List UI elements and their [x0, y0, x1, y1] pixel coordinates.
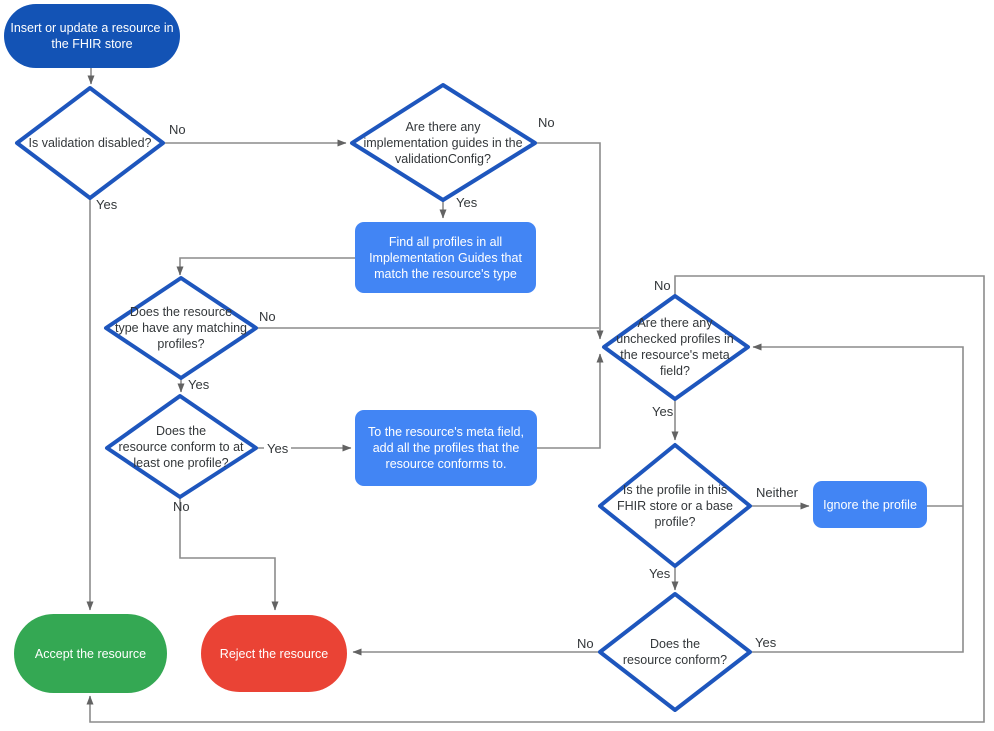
accept-node-label: Accept the resource — [34, 646, 147, 661]
accept-node: Accept the resource — [14, 614, 167, 693]
edge-label-matching-no: No — [259, 309, 276, 324]
decision-implementation-guides-shape — [350, 83, 537, 202]
edge-label-unchecked-yes: Yes — [652, 404, 674, 419]
edge-label-matching-yes: Yes — [188, 377, 210, 392]
edge-conform-one-no — [179, 497, 279, 611]
edge-label-unchecked-no: No — [654, 278, 671, 293]
edge-label-conform-yes: Yes — [755, 635, 777, 650]
process-add-profiles: To the resource's meta field, add all th… — [355, 410, 537, 486]
edge-label-profile-neither: Neither — [756, 485, 798, 500]
reject-node-label: Reject the resource — [219, 646, 329, 661]
decision-profile-in-store-shape — [598, 443, 752, 568]
process-ignore-profile-label: Ignore the profile — [823, 497, 917, 512]
edge-unchecked-no-loop — [86, 275, 985, 723]
decision-matching-profiles-shape — [104, 276, 258, 380]
edge-label-validation-yes: Yes — [96, 197, 118, 212]
edge-label-conform-one-no: No — [173, 499, 190, 514]
process-add-profiles-label: To the resource's meta field, add all th… — [368, 425, 524, 471]
decision-unchecked-profiles-shape — [602, 294, 750, 401]
process-find-profiles-label: Find all profiles in all Implementation … — [369, 234, 522, 281]
decision-validation-disabled-shape — [15, 86, 165, 200]
edge-label-validation-no: No — [169, 122, 186, 137]
edge-label-conform-one-yes: Yes — [264, 441, 292, 456]
decision-resource-conform-shape — [598, 592, 752, 712]
edge-guides-no — [535, 142, 604, 340]
edge-label-profile-yes: Yes — [649, 566, 671, 581]
edge-add-to-unchecked — [537, 353, 604, 449]
reject-node: Reject the resource — [201, 615, 347, 692]
process-ignore-profile: Ignore the profile — [813, 481, 927, 528]
edge-find-to-matching — [176, 257, 355, 276]
edge-conform-yes-loop — [750, 343, 964, 653]
start-node-label: Insert or update a resource in the FHIR … — [10, 21, 174, 51]
process-find-profiles: Find all profiles in all Implementation … — [355, 222, 536, 293]
start-node: Insert or update a resource in the FHIR … — [4, 4, 180, 68]
edge-label-conform-no: No — [577, 636, 594, 651]
edge-label-guides-yes: Yes — [456, 195, 478, 210]
decision-conform-one-profile-shape — [105, 394, 258, 499]
edge-label-guides-no: No — [538, 115, 555, 130]
